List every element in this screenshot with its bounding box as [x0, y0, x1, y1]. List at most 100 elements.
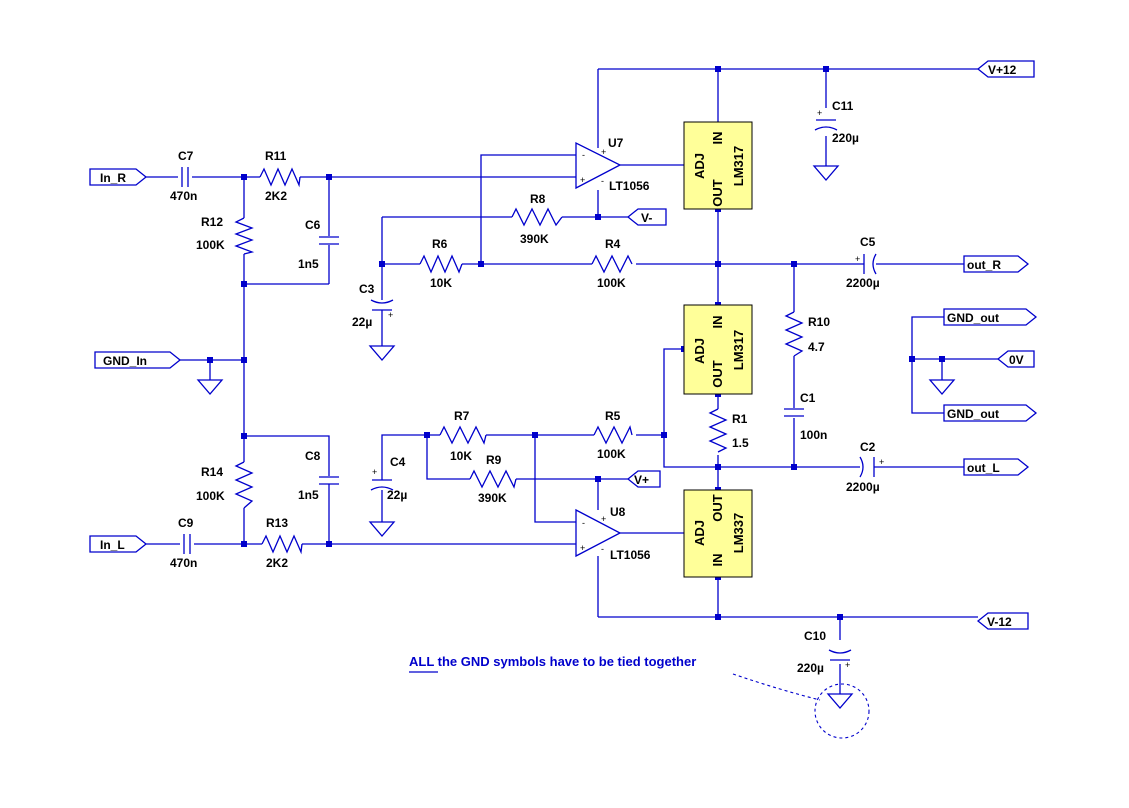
port-out-r: out_R — [967, 258, 1001, 272]
label-c5-value: 2200µ — [846, 276, 880, 290]
junction — [326, 174, 332, 180]
port-gnd-out-2: GND_out — [947, 407, 999, 421]
ground-note: ALL the GND symbols have to be tied toge… — [409, 654, 870, 739]
label-r14-value: 100K — [196, 489, 225, 503]
label-r10-value: 4.7 — [808, 340, 825, 354]
label-r11-value: 2K2 — [265, 189, 287, 203]
junction — [595, 476, 601, 482]
label-r7-ref: R7 — [454, 409, 470, 423]
label-r6-value: 10K — [430, 276, 452, 290]
reg-mid-adj: ADJ — [692, 338, 707, 364]
capacitor-c11-symbol — [814, 119, 838, 131]
junction — [241, 541, 247, 547]
opamp-u7-icon — [575, 141, 622, 190]
reg-bot-in: IN — [710, 554, 725, 567]
label-r11-ref: R11 — [265, 149, 287, 163]
junction — [661, 432, 667, 438]
port-vpos12: V+12 — [988, 63, 1017, 77]
junction — [326, 541, 332, 547]
label-r9-ref: R9 — [486, 453, 502, 467]
label-r9-value: 390K — [478, 491, 507, 505]
label-c10-ref: C10 — [804, 629, 826, 643]
note-circle — [814, 683, 870, 739]
regulator-mid-box — [683, 304, 753, 395]
reg-mid: ADJ OUT IN LM317 — [683, 304, 753, 395]
port-vneg12-flag — [976, 612, 1029, 630]
junction — [241, 357, 247, 363]
resistors — [234, 167, 804, 555]
capacitor-c2-symbol — [859, 456, 875, 478]
capacitor-c10-symbol — [828, 649, 852, 661]
reg-bot-part: LM337 — [731, 513, 746, 553]
wire-r9-left — [426, 435, 470, 480]
label-r1-value: 1.5 — [732, 436, 749, 450]
wire-out-l-node — [663, 435, 860, 468]
port-in-r-flag — [89, 168, 148, 186]
note-rest: the GND symbols have to be tied together — [434, 654, 696, 669]
label-u7-ref: U7 — [608, 136, 624, 150]
port-out-r-flag — [963, 255, 1030, 273]
reg-bot: ADJ OUT IN LM337 — [683, 489, 753, 578]
u7-plus: + — [580, 175, 585, 185]
junction — [478, 261, 484, 267]
capacitor-c9-symbol — [183, 534, 191, 554]
label-c10-value: 220µ — [797, 661, 824, 675]
reg-mid-part: LM317 — [731, 330, 746, 370]
c5-plus: + — [855, 254, 860, 264]
junction — [595, 214, 601, 220]
resistor-r13-symbol — [261, 534, 303, 555]
label-r4-ref: R4 — [605, 237, 621, 251]
label-c7-ref: C7 — [178, 149, 194, 163]
port-gnd-in-flag — [94, 351, 182, 369]
label-c9-value: 470n — [170, 556, 197, 570]
junction — [532, 432, 538, 438]
junction — [241, 174, 247, 180]
reg-top: ADJ OUT IN LM317 — [683, 121, 753, 210]
reg-top-adj: ADJ — [692, 153, 707, 179]
ground-icon — [812, 165, 840, 181]
u7-vplus-mark: + — [601, 147, 606, 157]
c4-plus: + — [372, 467, 377, 477]
regulator-top-box — [683, 121, 753, 210]
ground-icon — [826, 693, 854, 709]
reg-bot-out: OUT — [710, 494, 725, 522]
label-c3-ref: C3 — [359, 282, 375, 296]
label-c8-value: 1n5 — [298, 488, 319, 502]
label-c11-ref: C11 — [832, 99, 854, 113]
wires — [146, 68, 998, 694]
wire-u7-vminus — [597, 190, 628, 218]
port-zero-v: 0V — [1009, 353, 1024, 367]
junction — [379, 261, 385, 267]
junction — [791, 464, 797, 470]
resistor-r5-symbol — [593, 425, 633, 445]
label-c1-value: 100n — [800, 428, 827, 442]
junction — [791, 261, 797, 267]
c2-plus: + — [879, 457, 884, 467]
u8-plus: + — [580, 543, 585, 553]
junction — [823, 66, 829, 72]
junction — [715, 261, 721, 267]
port-gnd-out-2-flag — [943, 404, 1038, 422]
resistor-r11-symbol — [259, 167, 301, 188]
port-gnd-out-1: GND_out — [947, 311, 999, 325]
ports: V+12 V-12 V- V+ In_R In_L GND_In out_R o… — [89, 60, 1038, 630]
ground-icon — [368, 345, 396, 361]
label-r8-value: 390K — [520, 232, 549, 246]
u7-vminus-mark: - — [601, 176, 604, 186]
resistor-r9-symbol — [469, 469, 517, 489]
reg-top-part: LM317 — [731, 146, 746, 186]
capacitor-c7-symbol — [181, 167, 189, 187]
label-c11-value: 220µ — [832, 131, 859, 145]
port-in-l-flag — [89, 535, 148, 553]
label-r8-ref: R8 — [530, 192, 546, 206]
junction — [939, 356, 945, 362]
reg-top-out: OUT — [710, 179, 725, 207]
c10-plus: + — [845, 660, 850, 670]
opamps: - + + - - + + - — [575, 141, 622, 558]
junction — [715, 614, 721, 620]
grounds — [196, 165, 956, 709]
label-r14-ref: R14 — [201, 465, 223, 479]
port-vpos: V+ — [634, 473, 649, 487]
wire-u8-minus — [534, 435, 576, 523]
label-c3-value: 22µ — [352, 315, 372, 329]
